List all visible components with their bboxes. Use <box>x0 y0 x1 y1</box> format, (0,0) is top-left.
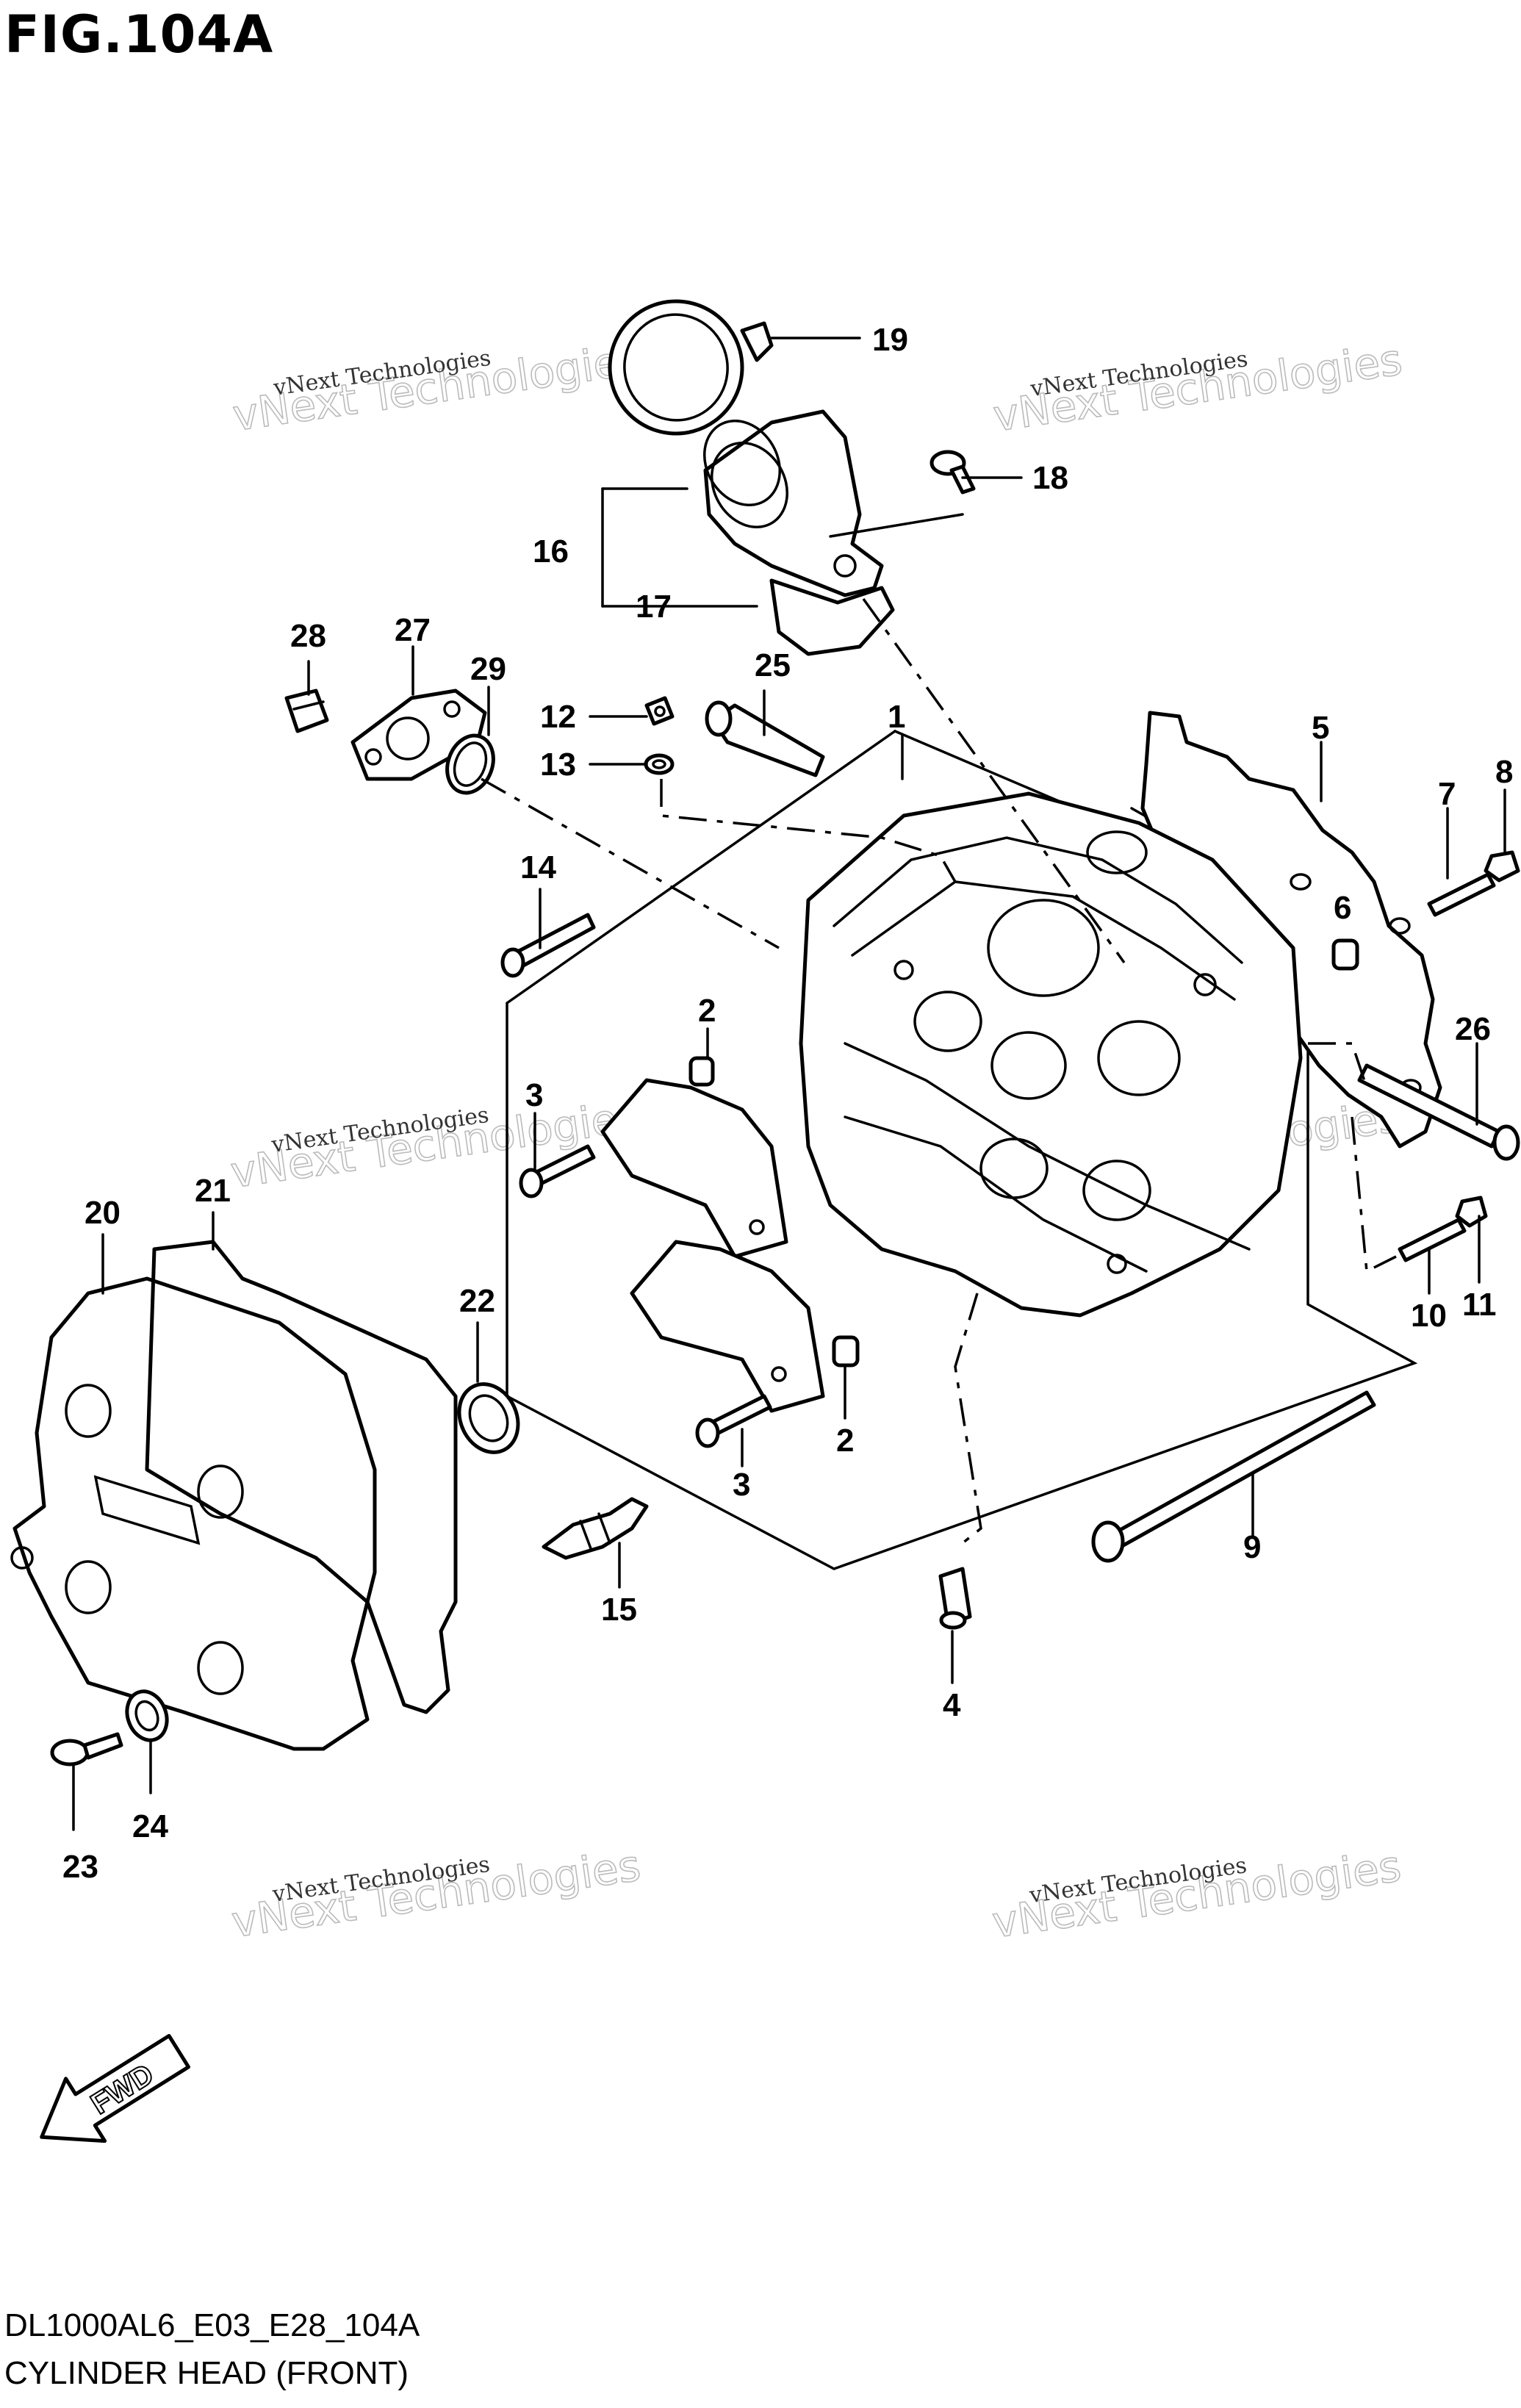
dowel-2a-part <box>688 1056 715 1087</box>
callout-8: 8 <box>1495 754 1513 790</box>
screw-18-part <box>930 450 976 495</box>
callout-10: 10 <box>1411 1298 1447 1334</box>
callout-13: 13 <box>540 747 576 783</box>
bolt-14-part <box>500 913 596 978</box>
watermark-top-right: vNext Technologies vNext Technologies <box>990 334 1406 442</box>
callout-1: 1 <box>888 699 905 735</box>
bolt-25-part <box>705 700 825 777</box>
bolt-28-part <box>284 689 329 733</box>
figure-title: FIG.104A <box>4 4 274 65</box>
callout-2-lower: 2 <box>836 1423 854 1459</box>
head-cover-part <box>10 1276 377 1751</box>
watermark-mid-left: vNext Technologies vNext Technologies <box>227 1090 643 1198</box>
cover-gasket-part <box>145 1240 458 1714</box>
intake-clamp-part <box>608 299 774 436</box>
callout-28: 28 <box>290 618 326 654</box>
diagram-code: DL1000AL6_E03_E28_104A <box>4 2307 420 2343</box>
dowel-2b-part <box>832 1335 860 1367</box>
callout-3-upper: 3 <box>525 1077 543 1113</box>
nut-8-part <box>1484 850 1520 883</box>
callout-4: 4 <box>943 1687 961 1723</box>
bolt-3b-part <box>695 1394 772 1448</box>
alignment-lines <box>481 597 1397 1545</box>
cap-27-part <box>350 689 487 781</box>
diagram-name: CYLINDER HEAD (FRONT) <box>4 2355 409 2391</box>
washer-13-part <box>644 753 675 775</box>
seal-22-part <box>457 1382 520 1454</box>
cam-holder-upper-part <box>600 1078 788 1259</box>
fwd-arrow-icon: FWD <box>40 2034 191 2143</box>
callout-29: 29 <box>470 651 506 687</box>
cam-holder-lower-part <box>630 1240 825 1413</box>
watermark-bottom-left: vNext Technologies vNext Technologies <box>228 1840 644 1948</box>
callout-22: 22 <box>459 1283 495 1319</box>
bolt-3a-part <box>519 1144 596 1198</box>
callout-16: 16 <box>533 533 569 569</box>
watermark-bottom-right: vNext Technologies vNext Technologies <box>989 1840 1405 1948</box>
callout-6: 6 <box>1334 890 1351 926</box>
callout-2-upper: 2 <box>698 993 716 1029</box>
dowel-4-part <box>938 1567 972 1630</box>
leader-lines <box>72 337 1506 1831</box>
callout-23: 23 <box>62 1849 98 1885</box>
callout-24: 24 <box>132 1808 168 1844</box>
intake-pipe-part <box>702 409 895 656</box>
callout-14: 14 <box>520 849 556 885</box>
nut-11-part <box>1455 1196 1488 1228</box>
callout-25: 25 <box>755 647 791 683</box>
callout-3-lower: 3 <box>733 1467 750 1503</box>
callout-18: 18 <box>1032 460 1068 496</box>
dowel-6-part <box>1331 938 1359 971</box>
callout-19: 19 <box>872 322 908 358</box>
callout-12: 12 <box>540 699 576 735</box>
callout-7: 7 <box>1438 776 1456 812</box>
callout-27: 27 <box>395 612 431 648</box>
callout-17: 17 <box>636 589 672 625</box>
callout-9: 9 <box>1243 1529 1261 1565</box>
bolt-12-part <box>644 696 675 726</box>
callout-20: 20 <box>84 1195 121 1231</box>
spark-plug-part <box>542 1497 649 1560</box>
stud-7-part <box>1427 872 1496 917</box>
callout-11: 11 <box>1462 1287 1497 1323</box>
watermark-top-left: vNext Technologies vNext Technologies <box>229 334 645 442</box>
callout-21: 21 <box>195 1173 231 1209</box>
callout-26: 26 <box>1455 1011 1491 1047</box>
bolt-23-part <box>50 1732 123 1767</box>
grommet-24-part <box>125 1689 169 1742</box>
callout-5: 5 <box>1312 710 1329 746</box>
stud-10-part <box>1398 1218 1467 1262</box>
callout-15: 15 <box>601 1592 637 1628</box>
bolt-9-part <box>1091 1390 1376 1563</box>
cylinder-head-part <box>799 791 1303 1318</box>
